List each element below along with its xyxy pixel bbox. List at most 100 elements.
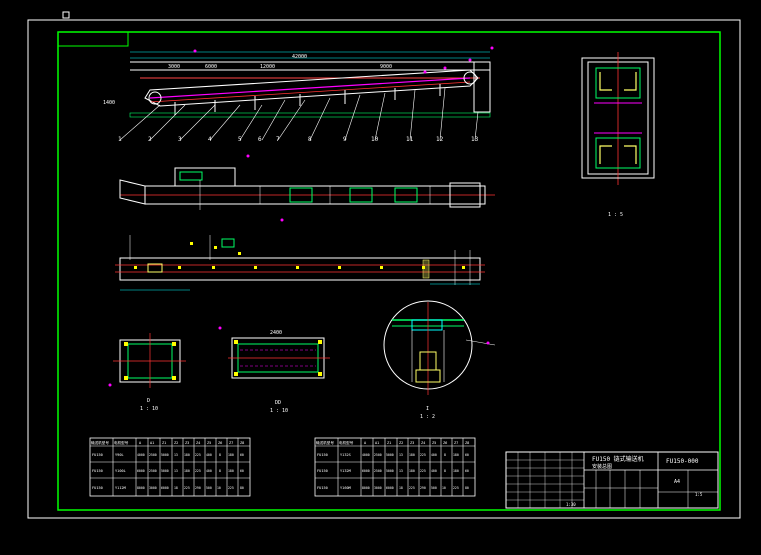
sheet-mark: 1:5: [695, 492, 703, 497]
annotation-marks: [108, 46, 494, 387]
tr-r0c2: 4000: [362, 453, 370, 457]
tr-r2c4: 6000: [386, 486, 394, 490]
balloon-6: 6: [258, 136, 262, 143]
tl-r0c7: 225: [195, 453, 201, 457]
param-table-right: [314, 437, 476, 497]
tr-r2c2: 8000: [362, 486, 370, 490]
square-detail-caption: 1 : 10: [140, 406, 158, 412]
tr-r1c4: 5000: [386, 469, 394, 473]
param-table-left-text: 输送机型号 电机型号 A A1 Z1 Z2 Z3 Z4 Z5 Z6 Z7 Z8 …: [91, 440, 244, 490]
tl-r1c2: 6000: [137, 469, 145, 473]
tr-r0c1: Y132S: [340, 453, 351, 457]
tl-r0c9: 8: [219, 453, 221, 457]
tr-r1c1: Y132M: [340, 469, 352, 473]
balloon-9: 9: [343, 136, 347, 143]
tl-r0c4: 5000: [161, 453, 169, 457]
revision-grid: [506, 452, 584, 508]
elevation-view: [129, 51, 491, 118]
balloon-5: 5: [238, 136, 242, 143]
tr-r1c2: 6000: [362, 469, 370, 473]
tl-r1c0: FU150: [92, 469, 103, 473]
tr-r1c7: 225: [420, 469, 426, 473]
tl-h1: 电机型号: [114, 440, 129, 445]
tr-h9: Z6: [443, 441, 447, 445]
param-table-left: [89, 437, 251, 497]
tr-h2: A: [364, 441, 367, 445]
tl-r2c10: 225: [228, 486, 234, 490]
tr-r1c6: 180: [409, 469, 415, 473]
tl-h10: Z7: [229, 441, 233, 445]
tl-r2c7: 290: [195, 486, 201, 490]
tl-r0c0: FU150: [92, 453, 103, 457]
tl-h4: Z1: [162, 441, 166, 445]
tr-h6: Z3: [410, 441, 414, 445]
balloon-7: 7: [276, 136, 280, 143]
tr-r0c6: 180: [409, 453, 415, 457]
approval-mark: A4: [674, 479, 680, 485]
scale-note: 1:30: [566, 502, 576, 507]
tl-r0c11: 60: [240, 453, 244, 457]
tr-r2c5: 18: [399, 486, 403, 490]
dim-seg-b: 6000: [205, 64, 217, 70]
title-block: [505, 451, 719, 509]
balloon-labels: 1 2 3 4 5 6 7 8 9 10 11 12 13: [118, 136, 479, 143]
tl-r2c4: 6000: [161, 486, 169, 490]
tl-r2c8: 500: [206, 486, 212, 490]
tr-r1c5: 13: [399, 469, 403, 473]
plan-view: [119, 167, 495, 210]
balloon-1: 1: [118, 136, 122, 143]
section-view-caption: 1 : 5: [608, 212, 623, 218]
tl-r2c9: 10: [217, 486, 221, 490]
foundation-view: [115, 235, 485, 291]
tr-r0c0: FU150: [317, 453, 328, 457]
dim-seg-d: 9000: [380, 64, 392, 70]
rect-detail-caption: 1 : 10: [270, 408, 288, 414]
tl-r1c7: 225: [195, 469, 201, 473]
tr-r1c8: 400: [431, 469, 437, 473]
tl-h9: Z6: [218, 441, 222, 445]
tl-h2: A: [139, 441, 142, 445]
circle-detail-caption: 1 : 2: [420, 414, 435, 420]
tl-r1c10: 180: [228, 469, 234, 473]
tr-h1: 电机型号: [339, 440, 354, 445]
circle-detail-view: [383, 300, 496, 395]
tl-r0c1: Y90L: [115, 453, 124, 457]
anchor-bolts: [134, 242, 465, 269]
tl-r0c8: 400: [206, 453, 212, 457]
balloon-3: 3: [178, 136, 182, 143]
dim-height: 1400: [103, 100, 115, 106]
section-view-right: [581, 52, 655, 185]
tl-r1c11: 60: [240, 469, 244, 473]
top-edge-marker: [62, 11, 70, 19]
title-main: FU150 链式输送机: [592, 455, 644, 463]
tr-h0: 输送机型号: [316, 440, 334, 445]
tl-h8: Z5: [207, 441, 211, 445]
balloon-leaders: [119, 87, 479, 141]
tl-r1c4: 5000: [161, 469, 169, 473]
tr-r0c4: 5000: [386, 453, 394, 457]
tr-r1c11: 60: [465, 469, 469, 473]
dim-seg-a: 3000: [168, 64, 180, 70]
tr-r2c0: FU150: [317, 486, 328, 490]
tl-r1c8: 400: [206, 469, 212, 473]
tr-h8: Z5: [432, 441, 436, 445]
rect-detail-dim: 2400: [270, 330, 282, 336]
tl-h0: 输送机型号: [91, 440, 109, 445]
tl-h3: A1: [150, 441, 154, 445]
tl-r0c2: 4000: [137, 453, 145, 457]
tl-r0c6: 180: [184, 453, 190, 457]
tl-r2c3: 3000: [149, 486, 157, 490]
tr-r1c9: 8: [444, 469, 446, 473]
tr-h5: Z2: [399, 441, 403, 445]
tr-r2c11: 80: [465, 486, 469, 490]
tl-r2c6: 225: [184, 486, 190, 490]
rect-detail-label: DD: [275, 400, 281, 406]
tr-r0c7: 225: [420, 453, 426, 457]
balloon-12: 12: [436, 136, 444, 143]
tl-r2c1: Y112M: [115, 486, 127, 490]
tl-r0c3: 2500: [149, 453, 157, 457]
tr-r0c3: 2500: [374, 453, 382, 457]
balloon-8: 8: [308, 136, 312, 143]
tl-r1c9: 8: [219, 469, 221, 473]
